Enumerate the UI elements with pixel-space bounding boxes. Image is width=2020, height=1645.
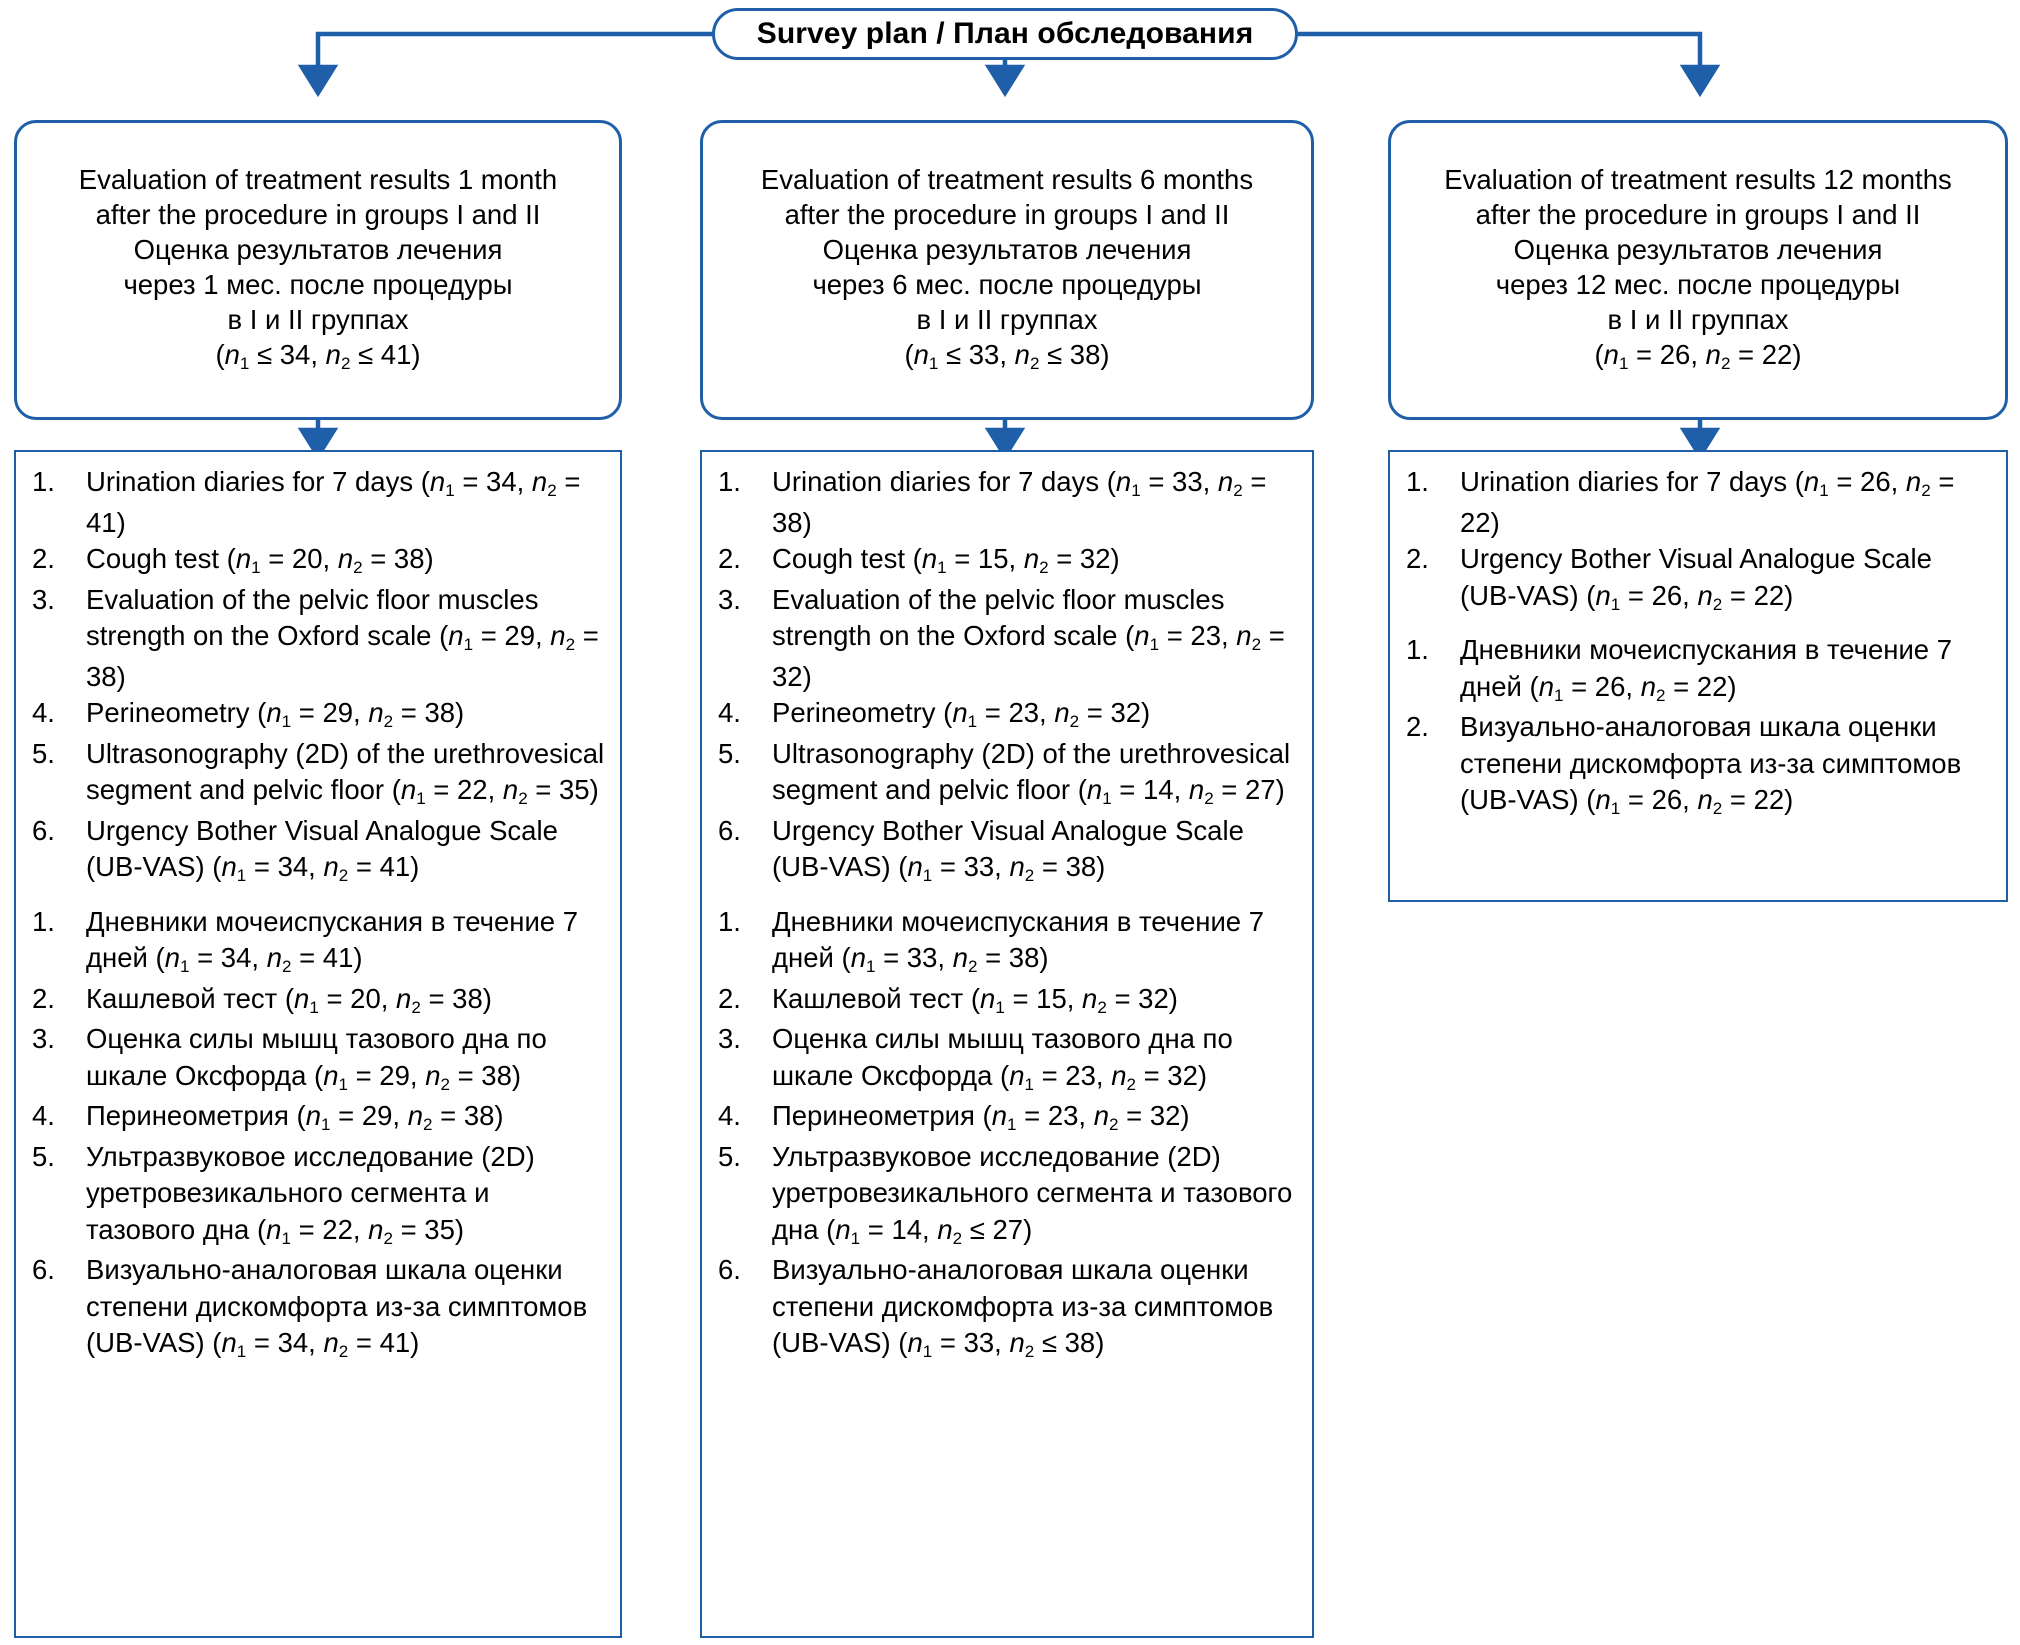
- list-item: 5.Ультразвуковое исследование (2D) уретр…: [32, 1140, 535, 1248]
- list-item-text: Urgency Bother Visual Analogue Scale (UB…: [772, 814, 1244, 886]
- header-line: через 6 мес. после процедуры: [812, 269, 1202, 300]
- list-item: 3.Evaluation of the pelvic floor muscles…: [32, 583, 599, 692]
- list-item-text: Ультразвуковое исследование (2D) уретров…: [772, 1140, 1293, 1248]
- body-box-1-month: 1.Urination diaries for 7 days (n1 = 34,…: [14, 450, 622, 1638]
- list-item-text: Оценка силы мышц тазового дна по шкале О…: [772, 1023, 1233, 1094]
- list-item-text: Urination diaries for 7 days (n1 = 33, n…: [772, 466, 1267, 538]
- header-line: after the procedure in groups I and II: [1475, 199, 1921, 230]
- header-line-sample-size: (n1 ≤ 34, n2 ≤ 41): [215, 339, 421, 374]
- list-item-text: Urgency Bother Visual Analogue Scale (UB…: [86, 814, 558, 886]
- header-line-sample-size: (n1 ≤ 33, n2 ≤ 38): [904, 339, 1110, 374]
- list-item: 2.Cough test (n1 = 20, n2 = 38): [32, 543, 434, 578]
- list-item: 5.Ультразвуковое исследование (2D) уретр…: [718, 1140, 1293, 1248]
- header-line: в I и II группах: [916, 304, 1098, 335]
- list-item: 6.Urgency Bother Visual Analogue Scale (…: [718, 814, 1244, 886]
- list-item: 6.Urgency Bother Visual Analogue Scale (…: [32, 814, 558, 886]
- header-line: в I и II группах: [1607, 304, 1789, 335]
- list-item: 1.Urination diaries for 7 days (n1 = 33,…: [718, 466, 1267, 538]
- list-item: 2.Кашлевой тест (n1 = 20, n2 = 38): [32, 982, 492, 1017]
- list-item-text: Ultrasonography (2D) of the urethrovesic…: [772, 737, 1291, 809]
- list-item: 4.Perineometry (n1 = 29, n2 = 38): [32, 697, 465, 732]
- header-line: через 1 мес. после процедуры: [123, 269, 513, 300]
- list-item: 2.Визуально-аналоговая шкала оценки степ…: [1406, 711, 1962, 819]
- list-item-text: Кашлевой тест (n1 = 15, n2 = 32): [772, 982, 1178, 1017]
- body-box-12-months: 1.Urination diaries for 7 days (n1 = 26,…: [1388, 450, 2008, 902]
- header-line: Оценка результатов лечения: [822, 234, 1192, 265]
- list-item: 2.Cough test (n1 = 15, n2 = 32): [718, 543, 1120, 578]
- header-line: через 12 мес. после процедуры: [1495, 269, 1901, 300]
- list-item-text: Perineometry (n1 = 23, n2 = 32): [772, 697, 1151, 732]
- measures-list-ru-12-months: 1.Дневники мочеиспускания в течение 7 дн…: [1404, 632, 1992, 823]
- list-item-text: Оценка силы мышц тазового дна по шкале О…: [86, 1023, 547, 1094]
- header-line: Evaluation of treatment results 6 months: [760, 164, 1254, 195]
- measures-list-ru-1-month: 1.Дневники мочеиспускания в течение 7 дн…: [30, 904, 606, 1366]
- list-item-text: Cough test (n1 = 20, n2 = 38): [86, 543, 434, 578]
- list-item-text: Дневники мочеиспускания в течение 7 дней…: [772, 905, 1265, 977]
- list-item: 2.Кашлевой тест (n1 = 15, n2 = 32): [718, 982, 1178, 1017]
- list-item-text: Urination diaries for 7 days (n1 = 34, n…: [86, 466, 581, 538]
- list-item-text: Дневники мочеиспускания в течение 7 дней…: [1460, 634, 1953, 705]
- list-item-text: Перинеометрия (n1 = 29, n2 = 38): [86, 1100, 504, 1135]
- list-item-text: Urgency Bother Visual Analogue Scale (UB…: [1460, 543, 1932, 614]
- header-box-6-months: Evaluation of treatment results 6 months…: [700, 120, 1314, 420]
- header-line: Evaluation of treatment results 12 month…: [1444, 164, 1952, 195]
- list-item: 3.Evaluation of the pelvic floor muscles…: [718, 583, 1285, 692]
- header-line-sample-size: (n1 = 26, n2 = 22): [1594, 339, 1802, 374]
- list-separator: [30, 890, 606, 904]
- list-item-text: Ultrasonography (2D) of the urethrovesic…: [86, 737, 605, 809]
- list-item-text: Evaluation of the pelvic floor muscles s…: [772, 583, 1285, 692]
- list-item-text: Cough test (n1 = 15, n2 = 32): [772, 543, 1120, 578]
- list-item-text: Перинеометрия (n1 = 23, n2 = 32): [772, 1100, 1190, 1135]
- list-item-text: Визуально-аналоговая шкала оценки степен…: [772, 1254, 1274, 1362]
- header-line: Оценка результатов лечения: [1513, 234, 1883, 265]
- header-box-12-months: Evaluation of treatment results 12 month…: [1388, 120, 2008, 420]
- list-item-text: Дневники мочеиспускания в течение 7 дней…: [86, 905, 579, 977]
- header-line: Evaluation of treatment results 1 month: [78, 164, 558, 195]
- list-item: 5.Ultrasonography (2D) of the urethroves…: [718, 737, 1291, 809]
- list-item-text: Ультразвуковое исследование (2D) уретров…: [86, 1140, 535, 1248]
- list-item: 1.Дневники мочеиспускания в течение 7 дн…: [1406, 634, 1953, 705]
- list-item: 6.Визуально-аналоговая шкала оценки степ…: [718, 1254, 1274, 1362]
- list-item-text: Evaluation of the pelvic floor muscles s…: [86, 583, 599, 692]
- list-separator: [1404, 618, 1992, 632]
- list-item: 2.Urgency Bother Visual Analogue Scale (…: [1406, 543, 1932, 614]
- list-item: 1.Urination diaries for 7 days (n1 = 34,…: [32, 466, 581, 538]
- list-item: 6.Визуально-аналоговая шкала оценки степ…: [32, 1254, 588, 1362]
- body-box-6-months: 1.Urination diaries for 7 days (n1 = 33,…: [700, 450, 1314, 1638]
- header-line: after the procedure in groups I and II: [784, 199, 1230, 230]
- header-line: after the procedure in groups I and II: [95, 199, 541, 230]
- header-line: Оценка результатов лечения: [133, 234, 503, 265]
- list-item: 3.Оценка силы мышц тазового дна по шкале…: [32, 1023, 547, 1094]
- header-line: в I и II группах: [227, 304, 409, 335]
- list-item: 5.Ultrasonography (2D) of the urethroves…: [32, 737, 605, 809]
- page-title: Survey plan / План обследования: [756, 17, 1254, 50]
- diagram-title-box: Survey plan / План обследования: [712, 8, 1298, 60]
- list-separator: [716, 890, 1298, 904]
- measures-list-ru-6-months: 1.Дневники мочеиспускания в течение 7 дн…: [716, 904, 1298, 1366]
- measures-list-en-12-months: 1.Urination diaries for 7 days (n1 = 26,…: [1404, 464, 1992, 618]
- header-box-1-month: Evaluation of treatment results 1 month …: [14, 120, 622, 420]
- list-item: 1.Дневники мочеиспускания в течение 7 дн…: [32, 905, 579, 977]
- list-item-text: Визуально-аналоговая шкала оценки степен…: [1460, 711, 1962, 819]
- list-item-text: Визуально-аналоговая шкала оценки степен…: [86, 1254, 588, 1362]
- list-item-text: Urination diaries for 7 days (n1 = 26, n…: [1460, 466, 1955, 538]
- list-item: 4.Perineometry (n1 = 23, n2 = 32): [718, 697, 1151, 732]
- list-item-text: Кашлевой тест (n1 = 20, n2 = 38): [86, 982, 492, 1017]
- list-item-text: Perineometry (n1 = 29, n2 = 38): [86, 697, 465, 732]
- measures-list-en-6-months: 1.Urination diaries for 7 days (n1 = 33,…: [716, 464, 1298, 890]
- list-item: 1.Urination diaries for 7 days (n1 = 26,…: [1406, 466, 1955, 538]
- list-item: 1.Дневники мочеиспускания в течение 7 дн…: [718, 905, 1265, 977]
- list-item: 4.Перинеометрия (n1 = 23, n2 = 32): [718, 1100, 1190, 1135]
- list-item: 4.Перинеометрия (n1 = 29, n2 = 38): [32, 1100, 504, 1135]
- list-item: 3.Оценка силы мышц тазового дна по шкале…: [718, 1023, 1233, 1094]
- measures-list-en-1-month: 1.Urination diaries for 7 days (n1 = 34,…: [30, 464, 606, 890]
